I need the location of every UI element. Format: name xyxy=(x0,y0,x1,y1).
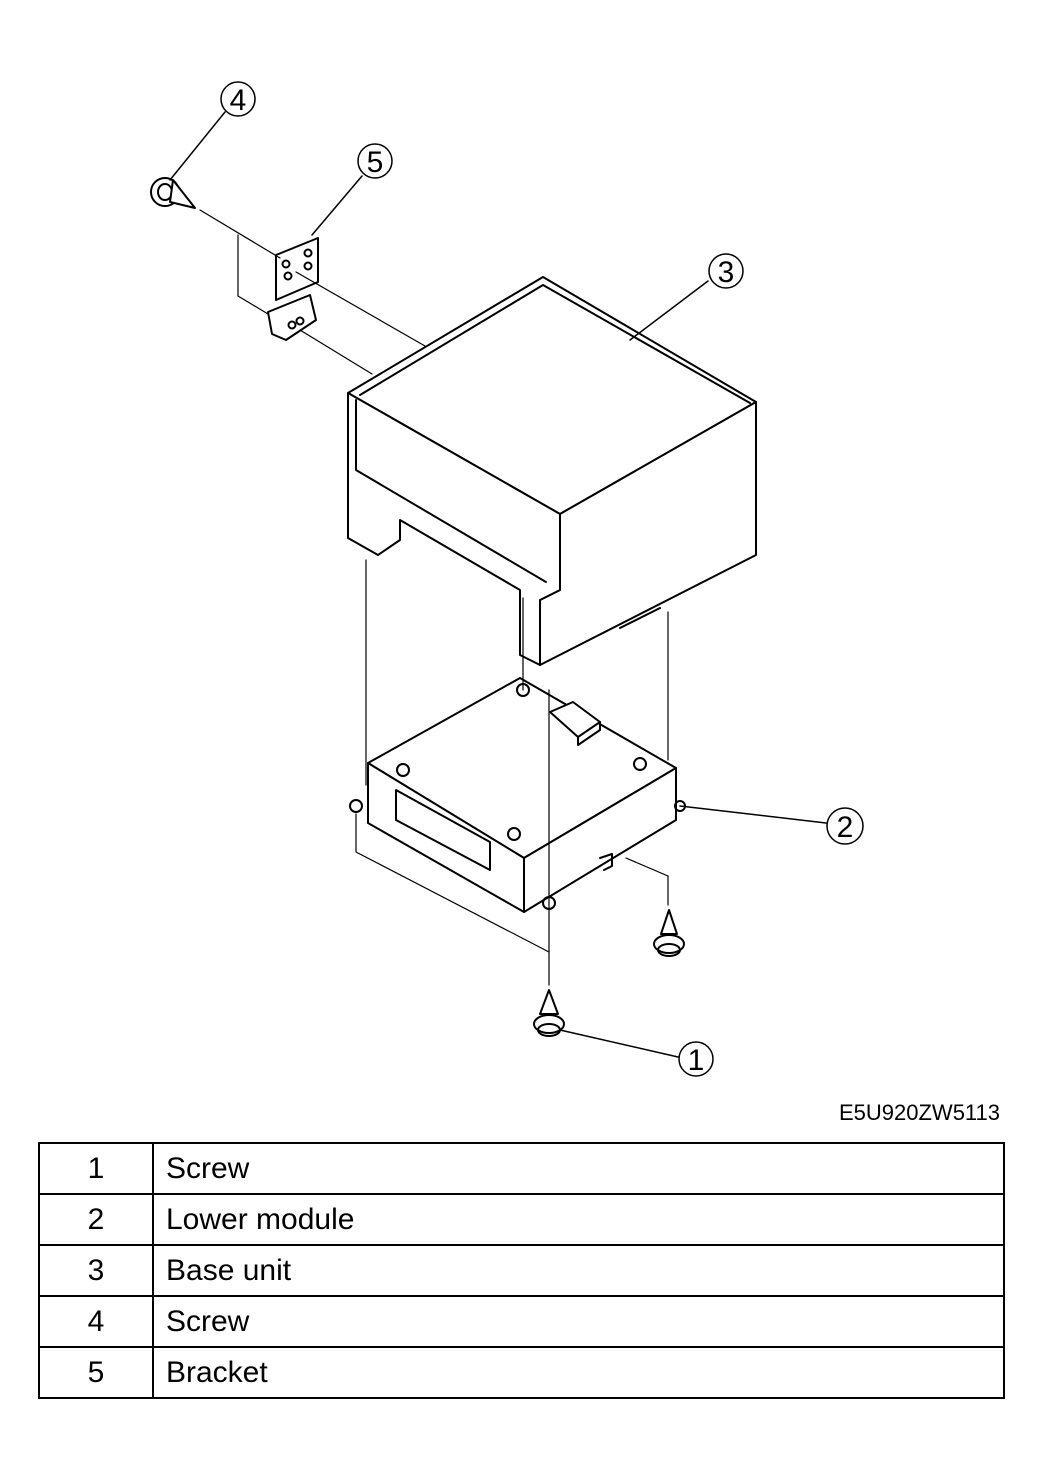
part-name: Screw xyxy=(152,1295,1005,1348)
callout-1: 1 xyxy=(678,1041,714,1077)
callout-3: 3 xyxy=(708,253,744,289)
figure-code: E5U920ZW5113 xyxy=(838,1100,1000,1125)
part-number: 2 xyxy=(38,1193,154,1246)
screw-bottom-left xyxy=(533,989,565,1037)
callout-4: 4 xyxy=(220,81,256,117)
part-name: Lower module xyxy=(152,1193,1005,1246)
part-name: Base unit xyxy=(152,1244,1005,1297)
part-number: 3 xyxy=(38,1244,154,1297)
bracket xyxy=(267,237,319,341)
svg-text:3: 3 xyxy=(718,256,735,289)
exploded-diagram: 4 5 3 2 1 xyxy=(150,81,864,1077)
callout-5: 5 xyxy=(357,143,393,179)
screw-bottom-right xyxy=(653,909,685,957)
callout-2: 2 xyxy=(826,807,864,845)
part-number: 4 xyxy=(38,1295,154,1348)
part-name: Bracket xyxy=(152,1346,1005,1399)
leader-lines xyxy=(169,111,827,1058)
svg-text:1: 1 xyxy=(688,1044,705,1077)
part-name: Screw xyxy=(152,1142,1005,1195)
lower-module xyxy=(349,677,686,913)
svg-text:2: 2 xyxy=(837,811,854,844)
screw-top xyxy=(150,177,196,209)
part-number: 5 xyxy=(38,1346,154,1399)
svg-text:5: 5 xyxy=(367,146,384,179)
part-number: 1 xyxy=(38,1142,154,1195)
assembly-lines xyxy=(199,209,669,986)
svg-text:4: 4 xyxy=(230,84,247,117)
base-unit xyxy=(347,276,757,666)
